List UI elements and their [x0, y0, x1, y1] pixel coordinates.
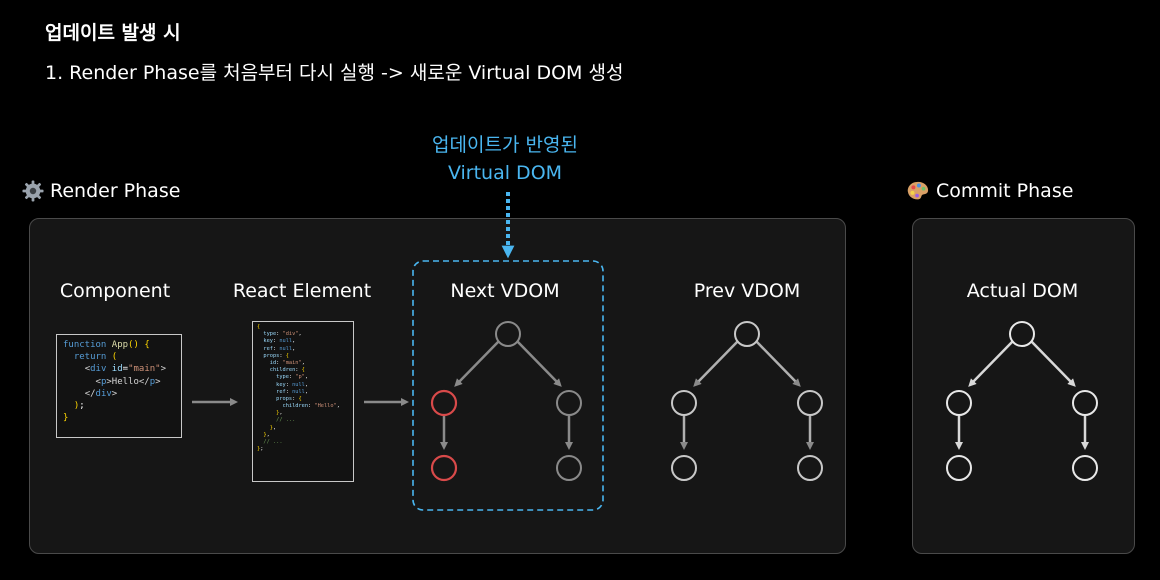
tree-node — [1072, 390, 1098, 416]
prev-vdom-tree — [671, 321, 823, 481]
commit-phase-label: Commit Phase — [936, 180, 1074, 202]
component-code-block: function App() { return ( <div id="main"… — [56, 334, 182, 438]
next-vdom-highlight-box — [412, 260, 604, 511]
tree-node — [556, 390, 582, 416]
tree-node — [797, 455, 823, 481]
tree-node-changed — [430, 389, 458, 417]
annotation-line-1: 업데이트가 반영된 — [432, 134, 578, 156]
gear-icon — [22, 180, 44, 202]
tree-node — [1072, 455, 1098, 481]
tree-node-root — [734, 321, 760, 347]
react-element-code-block: { type: "div", key: null, ref: null, pro… — [252, 321, 354, 482]
tree-node — [797, 390, 823, 416]
code-line: children: "Hello", — [282, 403, 340, 410]
code-line: ref: null, — [263, 345, 296, 352]
code-line: }, — [269, 424, 277, 431]
code-line: // ... — [263, 439, 283, 445]
tree-node-changed — [430, 454, 458, 482]
tree-edge — [755, 340, 801, 387]
code-line: }, — [263, 431, 270, 438]
code-line: ); — [73, 400, 85, 411]
code-line: type: "div", — [263, 331, 302, 338]
code-line: return ( — [73, 352, 118, 363]
code-line: { — [257, 324, 261, 330]
page-subtitle: 1. Render Phase를 처음부터 다시 실행 -> 새로운 Virtu… — [45, 62, 624, 84]
page-heading: 업데이트 발생 시 — [45, 22, 181, 44]
code-line: <div id="main"> — [84, 364, 166, 375]
code-line: key: null, — [276, 381, 309, 388]
next-vdom-tree — [430, 321, 582, 482]
next-vdom-label: Next VDOM — [450, 280, 560, 302]
code-line: children: { — [269, 367, 305, 374]
code-line: }, — [276, 410, 283, 417]
actual-dom-label: Actual DOM — [966, 280, 1079, 302]
tree-node — [946, 390, 972, 416]
tree-node — [671, 455, 697, 481]
tree-node — [946, 455, 972, 481]
code-line: <p>Hello</p> — [95, 376, 161, 387]
code-line: ref: null, — [276, 388, 309, 395]
tree-node-root — [1009, 321, 1035, 347]
code-line: }; — [257, 446, 264, 453]
tree-edge — [1030, 340, 1076, 387]
code-line: props: { — [276, 395, 302, 402]
render-phase-panel — [29, 218, 846, 554]
code-line: // ... — [276, 417, 296, 424]
annotation-line-2: Virtual DOM — [447, 162, 563, 184]
render-phase-label: Render Phase — [50, 180, 181, 202]
code-line: </div> — [84, 388, 118, 399]
tree-edge — [454, 340, 500, 387]
code-line: id: "main", — [269, 359, 305, 366]
tree-node — [671, 390, 697, 416]
code-line: key: null, — [263, 338, 296, 345]
code-line: } — [63, 413, 69, 424]
render-phase-title: Render Phase — [22, 180, 180, 202]
commit-phase-panel — [912, 218, 1135, 554]
react-element-label: React Element — [232, 280, 372, 302]
tree-node — [556, 455, 582, 481]
commit-phase-title: Commit Phase — [906, 180, 1073, 202]
code-line: type: "p", — [276, 374, 309, 381]
prev-vdom-label: Prev VDOM — [693, 280, 801, 302]
code-line: function App() { — [63, 340, 150, 350]
tree-node-root — [495, 321, 521, 347]
component-label: Component — [59, 280, 171, 302]
actual-dom-tree — [946, 321, 1098, 481]
palette-icon — [907, 181, 929, 200]
tree-edge — [968, 340, 1014, 387]
tree-edge — [516, 340, 562, 387]
code-line: props: { — [263, 352, 289, 359]
tree-edge — [693, 340, 739, 387]
